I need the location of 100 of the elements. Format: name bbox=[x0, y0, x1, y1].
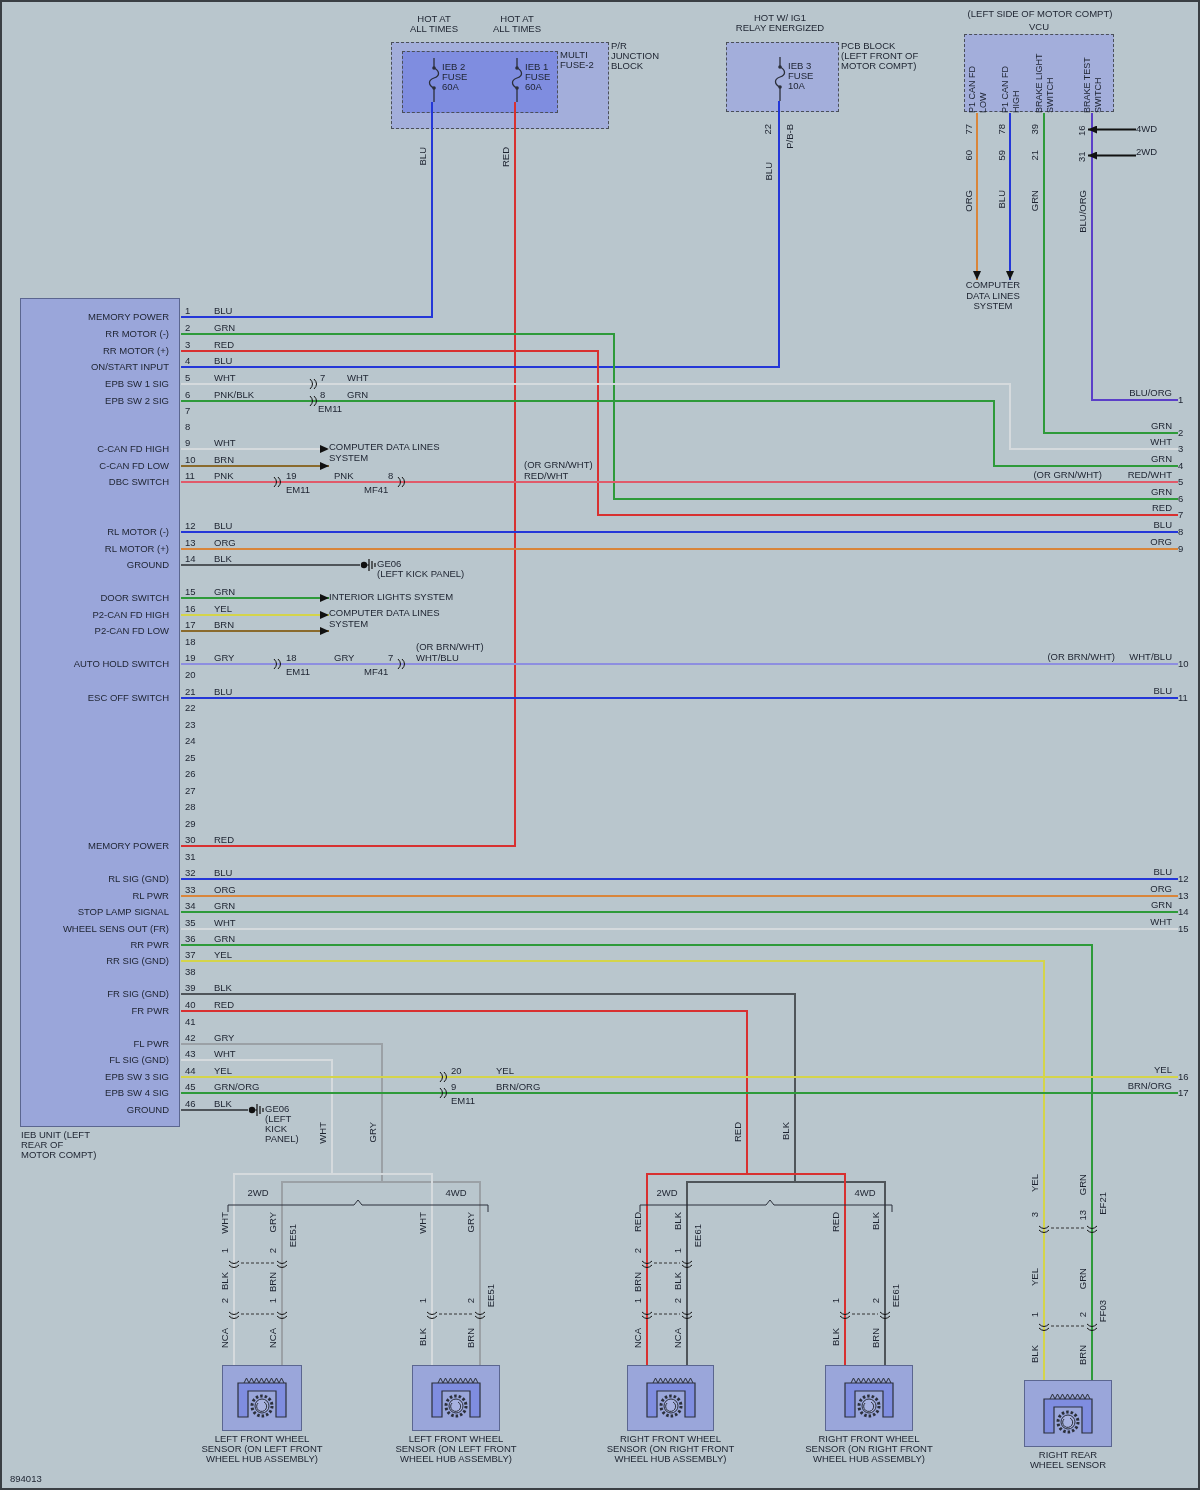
wire-color-code: BRN bbox=[869, 1328, 881, 1349]
terminal-number: 16 bbox=[1178, 1072, 1189, 1082]
fuse-label: IEB 1 FUSE 60A bbox=[525, 62, 552, 92]
wire-color-code: BLU bbox=[416, 147, 428, 166]
pin-number: 3 bbox=[1028, 1212, 1040, 1218]
wire-color-code: BRN/ORG bbox=[1127, 1081, 1172, 1091]
drive-variant-label: 2WD bbox=[246, 1188, 270, 1198]
wire-color-code: RED bbox=[829, 1212, 841, 1233]
wire-color-code: WHT bbox=[214, 373, 236, 383]
wire-color-code: RED bbox=[214, 835, 235, 845]
terminal-number: 2 bbox=[1178, 428, 1184, 438]
wire bbox=[180, 462, 330, 470]
pin-number: 42 bbox=[185, 1033, 196, 1043]
pin-label: DOOR SWITCH bbox=[21, 592, 181, 604]
supply-note: HOT W/ IG1 RELAY ENERGIZED bbox=[734, 13, 826, 33]
wire-color-code: PNK/BLK bbox=[214, 390, 255, 400]
system-label: COMPUTER DATA LINES SYSTEM bbox=[329, 608, 454, 635]
wire bbox=[180, 383, 1179, 450]
wire-color-code: BLK bbox=[218, 1272, 230, 1290]
pin-number: 2 bbox=[266, 1248, 278, 1254]
connector-id: MF41 bbox=[364, 485, 389, 495]
terminal-number: 7 bbox=[1178, 510, 1184, 520]
wire-color-code: RED bbox=[731, 1122, 743, 1143]
wire-color-code: BLK bbox=[214, 554, 232, 564]
wire-color-code: BLU bbox=[1153, 867, 1172, 877]
pin-number: 59 bbox=[995, 150, 1007, 161]
pin-label: MEMORY POWER bbox=[21, 311, 181, 323]
pin-number: 13 bbox=[185, 538, 196, 548]
wire-color-code: RED bbox=[214, 1000, 235, 1010]
wire-color-code: RED bbox=[1151, 503, 1172, 513]
sensor-label: RIGHT REAR WHEEL SENSOR bbox=[1028, 1450, 1108, 1470]
pin-number: 32 bbox=[185, 868, 196, 878]
terminal-number: 17 bbox=[1178, 1088, 1189, 1098]
wire-color-code: BLK bbox=[1028, 1345, 1040, 1363]
wire-color-code: GRY bbox=[366, 1122, 378, 1143]
wire-color-code: BRN bbox=[464, 1328, 476, 1349]
connector-id: EE61 bbox=[691, 1224, 703, 1248]
pin-label: C-CAN FD LOW bbox=[21, 460, 181, 472]
pin-number: 4 bbox=[185, 356, 191, 366]
wire bbox=[180, 481, 1179, 483]
connector-id: EE51 bbox=[484, 1284, 496, 1308]
wire-color-code: NCA bbox=[671, 1328, 683, 1349]
pin-number: 1 bbox=[185, 306, 191, 316]
connector-id: EM11 bbox=[286, 485, 311, 495]
wire bbox=[180, 1109, 249, 1111]
wire-color-code: WHT/BLU bbox=[1129, 652, 1172, 662]
pin-number: 7 bbox=[388, 653, 394, 663]
wire-color-code: BLK bbox=[214, 1099, 232, 1109]
ground-label: GE06 bbox=[377, 559, 403, 569]
pin-label: BRAKE LIGHT SWITCH bbox=[1034, 53, 1056, 113]
block-label: PCB BLOCK (LEFT FRONT OF MOTOR COMPT) bbox=[841, 41, 920, 71]
pin-number: 78 bbox=[995, 124, 1007, 135]
terminal-number: 1 bbox=[1178, 395, 1184, 405]
wire-color-code: BLU bbox=[1153, 686, 1172, 696]
pin-number: 16 bbox=[185, 604, 196, 614]
pin-number: 1 bbox=[218, 1248, 230, 1254]
wire-color-code: ORG bbox=[1150, 537, 1172, 547]
pin-number: 20 bbox=[185, 670, 196, 680]
pin-number: 2 bbox=[631, 1248, 643, 1254]
wire-color-code: GRN bbox=[1076, 1174, 1088, 1196]
wire-color-code: RED bbox=[499, 147, 511, 168]
system-label: 2WD bbox=[1136, 147, 1166, 158]
pin-number: 2 bbox=[869, 1298, 881, 1304]
pin-number: 30 bbox=[185, 835, 196, 845]
wire-color-code: BLU bbox=[214, 306, 233, 316]
wire bbox=[180, 627, 330, 635]
wire-color-code: BLU bbox=[995, 190, 1007, 209]
connector-id: EE51 bbox=[286, 1224, 298, 1248]
wire-color-code: BLK bbox=[214, 983, 232, 993]
note: (OR GRN/WHT) bbox=[524, 460, 593, 470]
wire-color-code: NCA bbox=[218, 1328, 230, 1349]
wire-color-code: WHT bbox=[416, 1212, 428, 1234]
wire-color-code: YEL bbox=[214, 950, 232, 960]
pin-number: 22 bbox=[761, 124, 773, 135]
pin-label: GROUND bbox=[21, 559, 181, 571]
pin-label: FR SIG (GND) bbox=[21, 988, 181, 1000]
drive-variant-label: 4WD bbox=[444, 1188, 468, 1198]
pin-number: 41 bbox=[185, 1017, 196, 1027]
wire bbox=[180, 895, 1179, 897]
pin-number: 37 bbox=[185, 950, 196, 960]
wire-color-code: ORG bbox=[214, 885, 236, 895]
wire-color-code: BRN bbox=[1076, 1345, 1088, 1366]
pin-number: 22 bbox=[185, 703, 196, 713]
pin-number: 60 bbox=[962, 150, 974, 161]
pin-label: RR PWR bbox=[21, 939, 181, 951]
pin-number: 39 bbox=[185, 983, 196, 993]
pin-number: 2 bbox=[1076, 1312, 1088, 1318]
wire bbox=[180, 697, 1179, 699]
terminal-number: 5 bbox=[1178, 477, 1184, 487]
supply-note: HOT AT ALL TIMES bbox=[408, 14, 460, 34]
wire-color-code: GRY bbox=[214, 653, 235, 663]
connector-id: FF03 bbox=[1096, 1300, 1108, 1323]
sensor-label: LEFT FRONT WHEEL SENSOR (ON LEFT FRONT WHEEL HUB ASSEMBLY) bbox=[200, 1434, 324, 1464]
wire-color-code: BLK bbox=[671, 1272, 683, 1290]
system-label: COMPUTER DATA LINES SYSTEM bbox=[329, 442, 454, 469]
wire-color-code: BLK bbox=[416, 1328, 428, 1346]
pin-label: RL MOTOR (+) bbox=[21, 543, 181, 555]
wire bbox=[180, 333, 1179, 500]
wire-color-code: RED/WHT bbox=[524, 471, 569, 481]
connector-id: EF21 bbox=[1096, 1192, 1108, 1215]
